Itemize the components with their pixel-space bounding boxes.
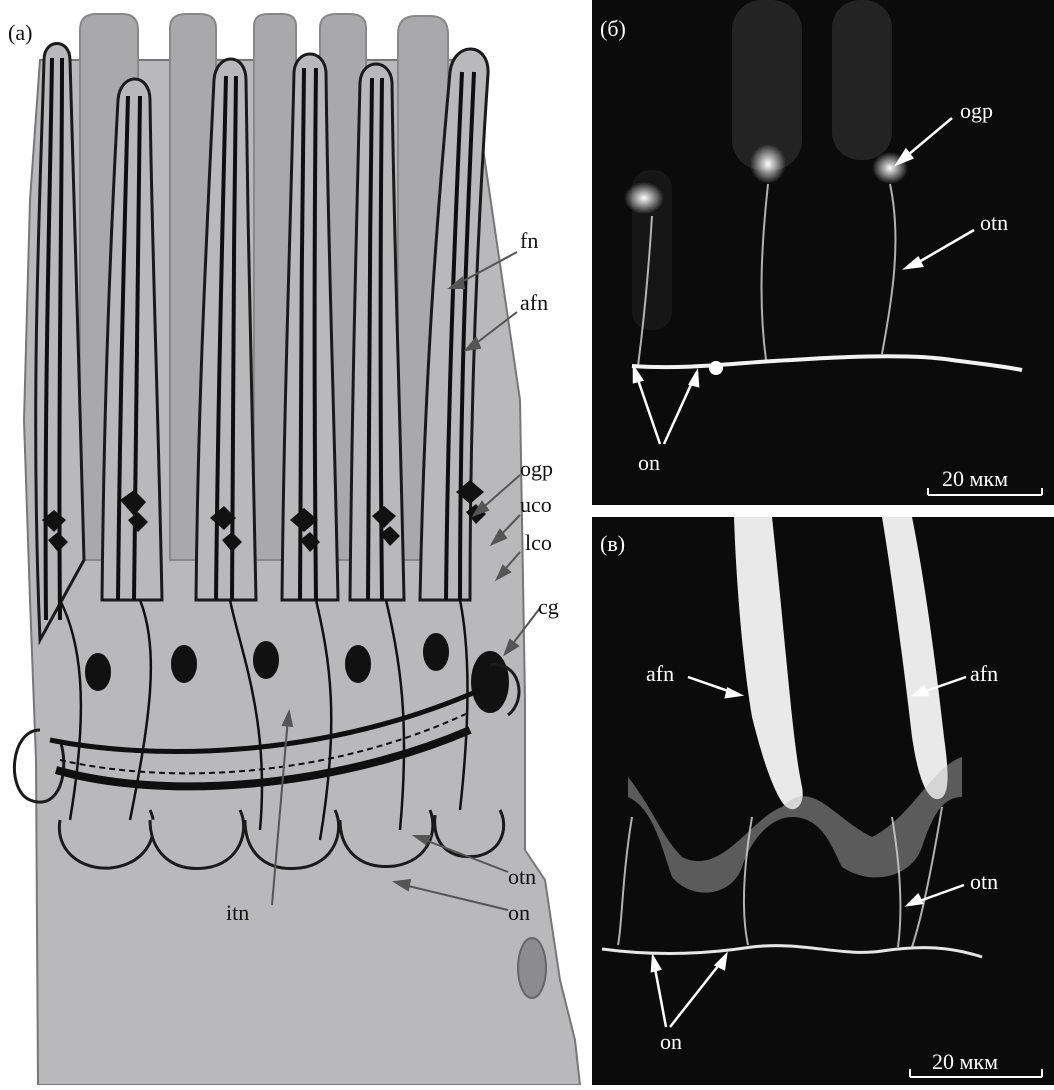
label-ogp: ogp bbox=[520, 456, 553, 481]
label-b-otn: otn bbox=[980, 210, 1008, 235]
stem-blob bbox=[518, 938, 546, 998]
schematic-drawing: (а) fn afn ogp uco lco cg itn otn on bbox=[0, 0, 585, 1085]
panel-c-micrograph: (в) afn afn otn on 20 мкм bbox=[592, 517, 1054, 1085]
scale-bar-b-label: 20 мкм bbox=[942, 466, 1008, 491]
label-c-otn: otn bbox=[970, 869, 998, 894]
label-afn: afn bbox=[520, 290, 548, 315]
label-c-on: on bbox=[660, 1029, 682, 1054]
label-b-on: on bbox=[638, 450, 660, 475]
label-cg: cg bbox=[538, 594, 559, 619]
label-fn: fn bbox=[520, 228, 538, 253]
panel-b-micrograph: (б) ogp otn on 20 мкм bbox=[592, 0, 1054, 505]
panel-a-schematic: (а) fn afn ogp uco lco cg itn otn on bbox=[0, 0, 585, 1085]
label-on: on bbox=[508, 900, 530, 925]
panel-b-tag: (б) bbox=[600, 16, 626, 41]
label-itn: itn bbox=[226, 900, 249, 925]
label-lco: lco bbox=[525, 530, 552, 555]
label-uco: uco bbox=[520, 492, 552, 517]
label-c-afn-right: afn bbox=[970, 661, 998, 686]
panel-a-tag: (а) bbox=[8, 20, 32, 45]
label-otn: otn bbox=[508, 864, 536, 889]
panel-c-tag: (в) bbox=[600, 531, 625, 556]
micrograph-c: (в) afn afn otn on 20 мкм bbox=[592, 517, 1054, 1085]
label-b-ogp: ogp bbox=[960, 98, 993, 123]
scale-bar-c-label: 20 мкм bbox=[932, 1049, 998, 1074]
micrograph-b: (б) ogp otn on 20 мкм bbox=[592, 0, 1054, 505]
label-c-afn-left: afn bbox=[646, 661, 674, 686]
